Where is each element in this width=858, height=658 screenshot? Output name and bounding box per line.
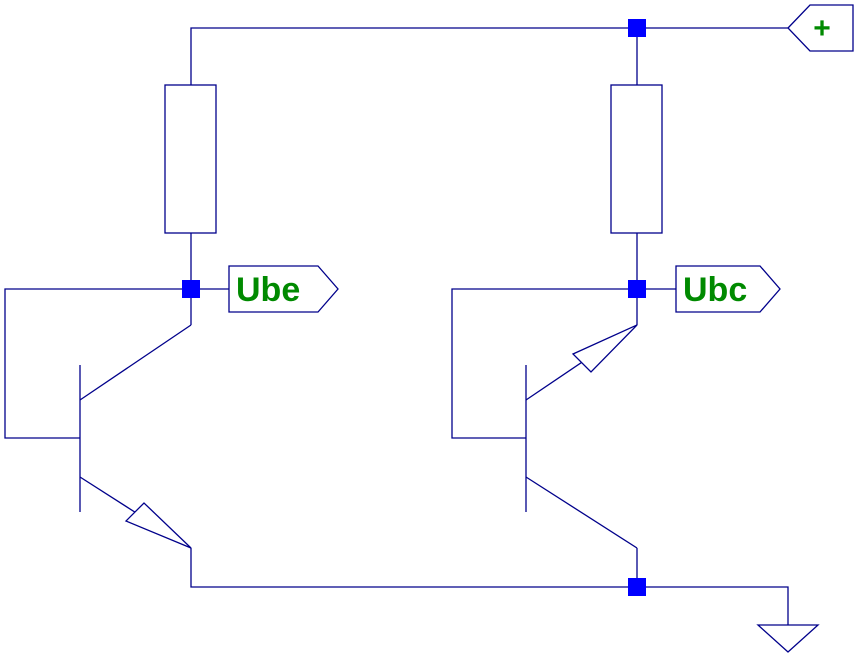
supply-port-label: +: [813, 12, 831, 45]
left-emitter-arrow: [124, 502, 192, 549]
right-resistor: [610, 84, 663, 234]
ground-symbol: [756, 624, 820, 653]
left-resistor: [164, 84, 217, 234]
junction-dot: [628, 578, 646, 596]
supply-rail-wire: [190, 27, 788, 85]
right-base-wire: [451, 288, 676, 439]
left-base-wire: [4, 288, 229, 439]
right-transistor-collector: [525, 476, 638, 549]
ground-rail-wire: [190, 548, 789, 625]
ubc-port-label: Ubc: [683, 271, 747, 309]
left-transistor-collector: [79, 324, 192, 401]
junction-dot: [628, 280, 646, 298]
supply-port: +: [787, 4, 854, 52]
junction-dot: [182, 280, 200, 298]
right-emitter-arrow: [571, 324, 638, 373]
ube-port: Ube: [228, 265, 339, 313]
ubc-port: Ubc: [675, 265, 781, 313]
ube-port-label: Ube: [236, 271, 300, 309]
junction-dot: [628, 19, 646, 37]
